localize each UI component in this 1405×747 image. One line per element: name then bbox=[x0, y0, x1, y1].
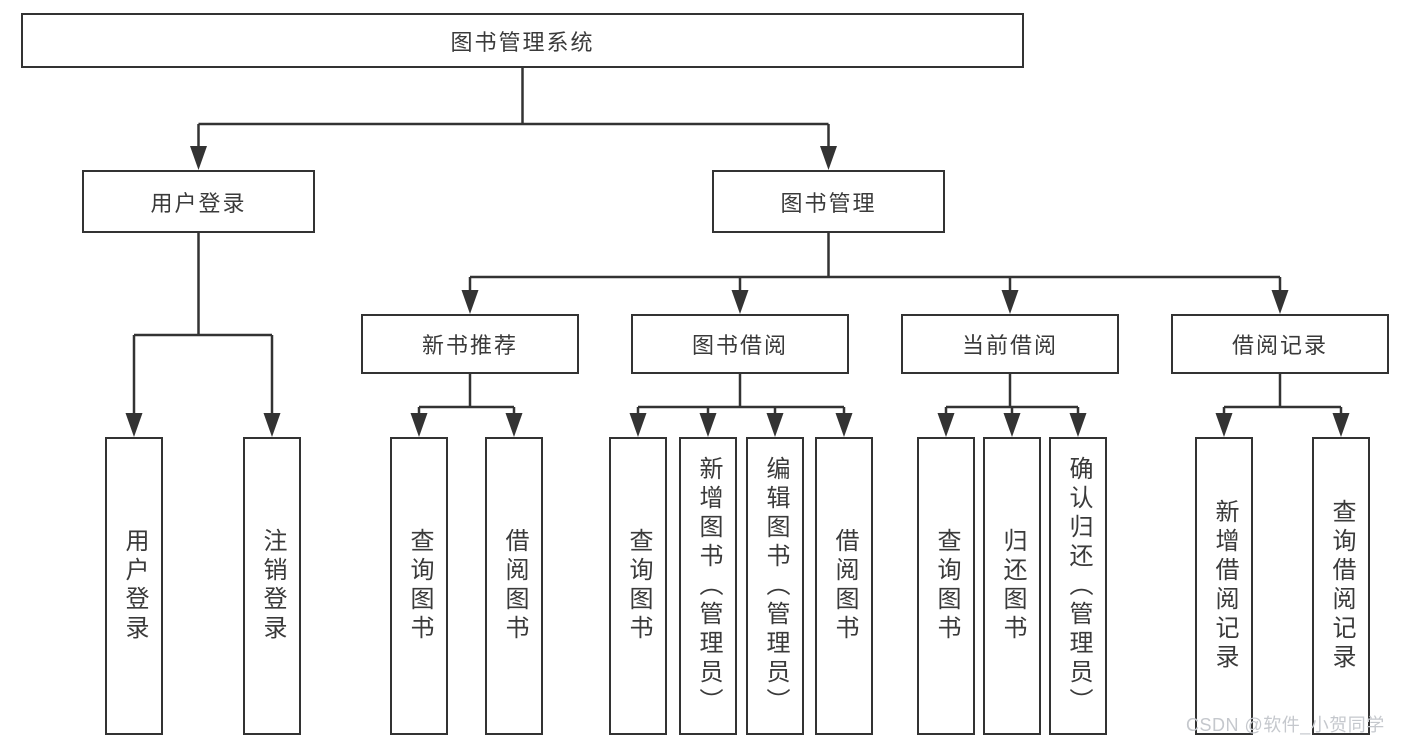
arrowhead-icon bbox=[125, 413, 143, 437]
arrowhead-icon bbox=[1069, 413, 1087, 437]
node-nr-borrow: 借阅图书 bbox=[485, 437, 543, 735]
arrowhead-icon bbox=[1215, 413, 1233, 437]
node-r-add: 新增借阅记录 bbox=[1195, 437, 1253, 735]
node-nr-query: 查询图书 bbox=[390, 437, 448, 735]
node-borrow: 图书借阅 bbox=[631, 314, 849, 374]
connector-new-rec bbox=[417, 374, 516, 431]
arrowhead-icon bbox=[461, 290, 479, 314]
arrowhead-icon bbox=[699, 413, 717, 437]
arrowhead-icon bbox=[410, 413, 428, 437]
arrowhead-icon bbox=[629, 413, 647, 437]
node-c-confirm: 确认归还（管理员） bbox=[1049, 437, 1107, 735]
arrowhead-icon bbox=[1003, 413, 1021, 437]
arrowhead-icon bbox=[835, 413, 853, 437]
arrowhead-icon bbox=[1332, 413, 1350, 437]
arrowhead-icon bbox=[263, 413, 281, 437]
connector-book-mgmt bbox=[468, 233, 1282, 308]
arrowhead-icon bbox=[820, 146, 837, 170]
connector-user-login bbox=[132, 233, 274, 431]
arrowhead-icon bbox=[190, 146, 207, 170]
arrowhead-icon bbox=[731, 290, 749, 314]
arrowhead-icon bbox=[1001, 290, 1019, 314]
arrowhead-icon bbox=[766, 413, 784, 437]
node-root: 图书管理系统 bbox=[21, 13, 1024, 68]
node-b-edit: 编辑图书（管理员） bbox=[746, 437, 804, 735]
node-new-rec: 新书推荐 bbox=[361, 314, 579, 374]
node-current: 当前借阅 bbox=[901, 314, 1119, 374]
node-logout-op: 注销登录 bbox=[243, 437, 301, 735]
connector-root bbox=[197, 68, 830, 164]
node-login-op: 用户登录 bbox=[105, 437, 163, 735]
connector-borrow bbox=[636, 374, 846, 431]
node-book-mgmt: 图书管理 bbox=[712, 170, 945, 233]
watermark: CSDN @软件_小贺同学 bbox=[1186, 715, 1385, 735]
arrowhead-icon bbox=[1271, 290, 1289, 314]
node-c-return: 归还图书 bbox=[983, 437, 1041, 735]
node-b-add: 新增图书（管理员） bbox=[679, 437, 737, 735]
node-r-query: 查询借阅记录 bbox=[1312, 437, 1370, 735]
node-records: 借阅记录 bbox=[1171, 314, 1389, 374]
node-c-query: 查询图书 bbox=[917, 437, 975, 735]
connector-records bbox=[1222, 374, 1343, 431]
node-b-borrow: 借阅图书 bbox=[815, 437, 873, 735]
arrowhead-icon bbox=[937, 413, 955, 437]
node-b-query: 查询图书 bbox=[609, 437, 667, 735]
node-user-login: 用户登录 bbox=[82, 170, 315, 233]
arrowhead-icon bbox=[505, 413, 523, 437]
